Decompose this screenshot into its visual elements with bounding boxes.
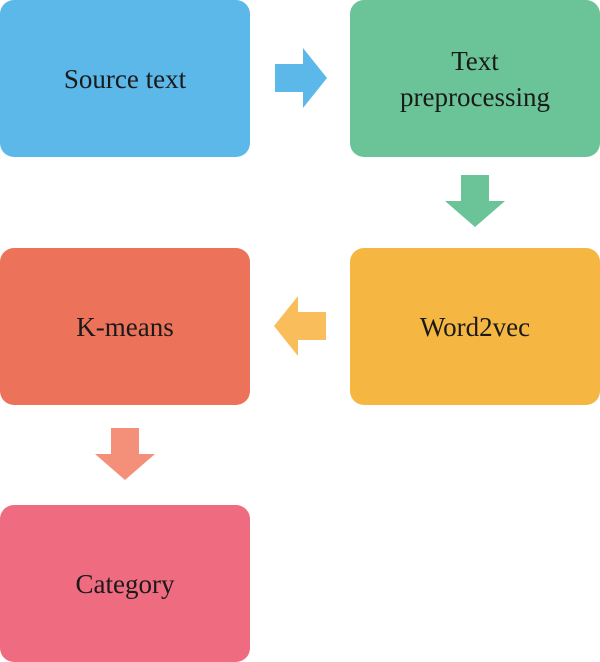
- node-text-preprocessing-label-line1: Text: [451, 45, 499, 76]
- node-word2vec-label: Word2vec: [419, 311, 531, 342]
- arrow-down-icon: [95, 428, 155, 480]
- arrow-down-icon: [445, 175, 505, 227]
- node-k-means: K-means: [0, 248, 250, 405]
- arrow-left-icon: [274, 296, 326, 356]
- node-text-preprocessing-label-line2: preprocessing: [400, 81, 550, 112]
- arrow-right-icon: [275, 48, 327, 108]
- node-category-label: Category: [75, 568, 175, 599]
- node-text-preprocessing: Text preprocessing: [350, 0, 600, 157]
- node-word2vec: Word2vec: [350, 248, 600, 405]
- node-source-text: Source text: [0, 0, 250, 157]
- node-source-text-label: Source text: [63, 63, 187, 94]
- node-k-means-label: K-means: [76, 311, 174, 342]
- node-category: Category: [0, 505, 250, 662]
